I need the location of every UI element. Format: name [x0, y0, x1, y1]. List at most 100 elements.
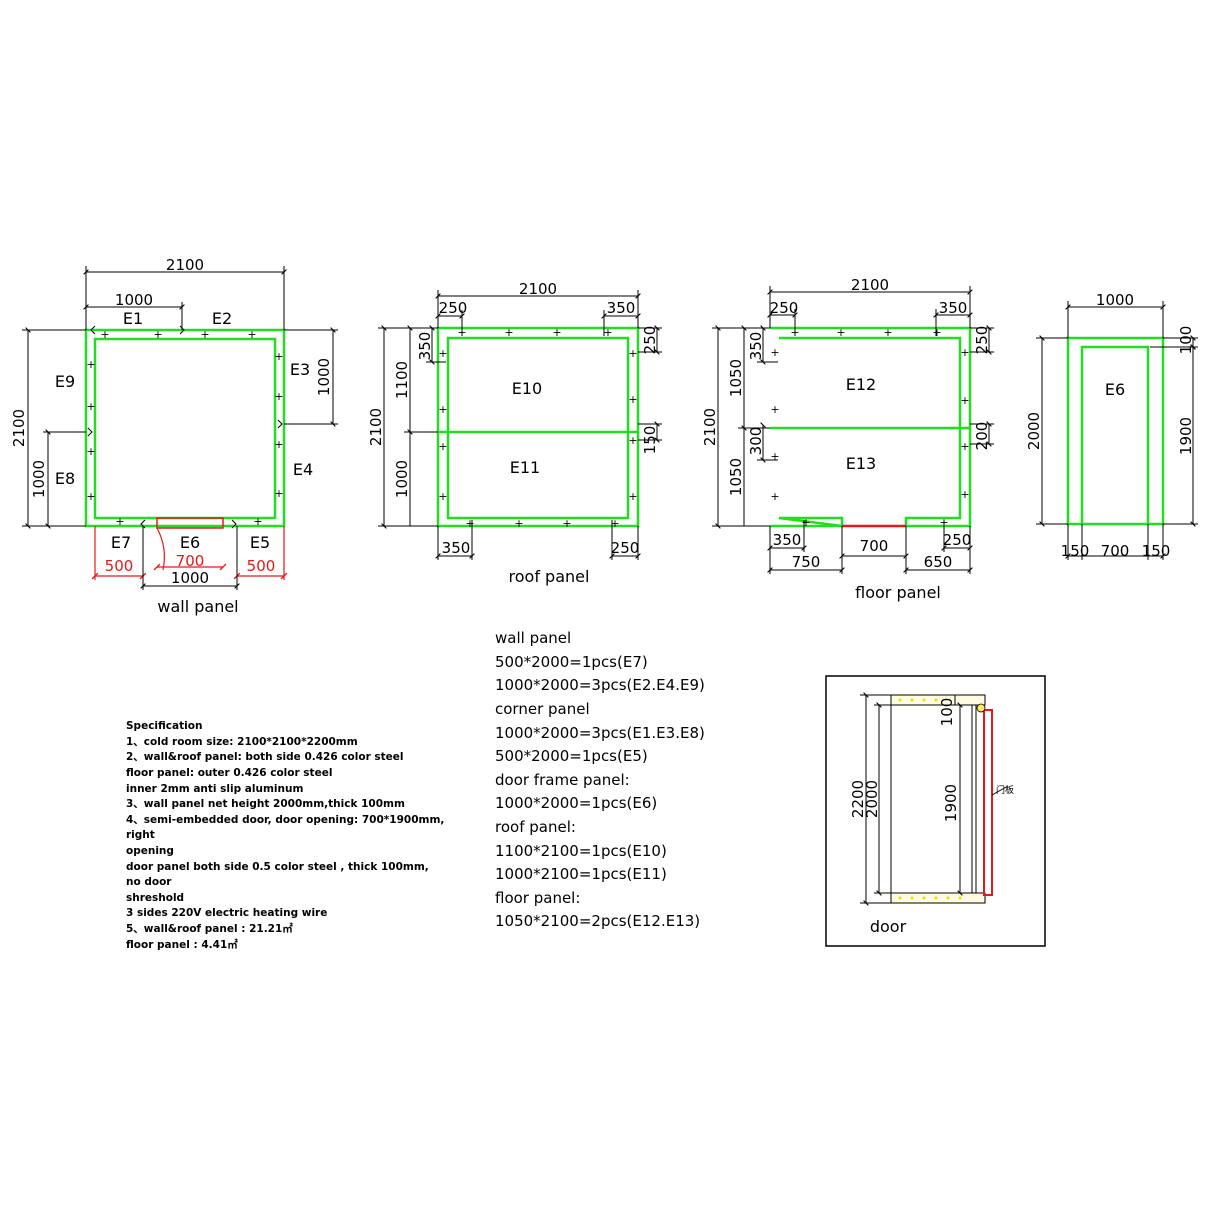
svg-text:+: + [438, 440, 447, 453]
roof-dim-left-upper: 1100 [393, 361, 411, 399]
panel-list: wall panel 500*2000=1pcs(E7) 1000*2000=3… [495, 629, 705, 930]
frame-dim-top: 1000 [1096, 291, 1134, 309]
svg-text:+: + [770, 346, 779, 359]
list-line: wall panel [495, 629, 571, 647]
spec-line: 3 sides 220V electric heating wire [126, 907, 327, 919]
svg-text:+: + [253, 515, 262, 528]
wall-dim-right-e3: 1000 [315, 358, 333, 396]
floor-dim-left-total: 2100 [701, 408, 719, 446]
svg-text:+: + [86, 400, 95, 413]
list-line: 1000*2000=1pcs(E6) [495, 794, 657, 812]
wall-label-e6: E6 [180, 533, 200, 552]
floor-dim-top-left: 250 [770, 299, 799, 317]
frame-dim-b1: 150 [1061, 542, 1090, 560]
spec-line: right [126, 829, 155, 841]
svg-text:+: + [960, 346, 969, 359]
svg-text:+: + [115, 515, 124, 528]
frame-dim-b3: 150 [1142, 542, 1171, 560]
list-line: door frame panel: [495, 771, 630, 789]
spec-line: shreshold [126, 892, 184, 904]
svg-text:+: + [960, 440, 969, 453]
roof-dim-right-top: 250 [641, 326, 659, 355]
svg-text:+: + [932, 326, 941, 339]
svg-text:+: + [274, 390, 283, 403]
svg-text:+: + [770, 450, 779, 463]
svg-text:+: + [438, 490, 447, 503]
frame-dim-right-top: 100 [1177, 326, 1195, 355]
door-detail-box: 2200 2000 1900 100 门板 door [825, 675, 1046, 947]
svg-text:+: + [562, 517, 571, 530]
list-line: 1000*2000=3pcs(E2.E4.E9) [495, 676, 705, 694]
svg-text:+: + [960, 488, 969, 501]
wall-label-e1: E1 [123, 309, 143, 328]
floor-dim-left-lower: 1050 [727, 458, 745, 496]
door-caption: door [870, 917, 907, 936]
wall-label-e5: E5 [250, 533, 270, 552]
roof-dim-left-total: 2100 [367, 408, 385, 446]
svg-text:+: + [603, 326, 612, 339]
door-dim-top: 100 [938, 698, 956, 727]
svg-text:+: + [628, 347, 637, 360]
svg-text:+: + [247, 328, 256, 341]
door-dim-inner: 2000 [863, 780, 881, 818]
wall-dim-left-e8: 1000 [30, 460, 48, 498]
door-panel-note: 门板 [996, 784, 1014, 796]
svg-text:+: + [200, 328, 209, 341]
spec-line: 4、semi-embedded door, door opening: 700*… [126, 814, 444, 826]
spec-line: inner 2mm anti slip aluminum [126, 783, 303, 795]
spec-line: 5、wall&roof panel : 21.21㎡ [126, 922, 293, 935]
floor-dim-right-top: 250 [973, 326, 991, 355]
spec-line: Specification [126, 720, 202, 732]
svg-text:+: + [514, 517, 523, 530]
list-line: 1000*2100=1pcs(E11) [495, 865, 667, 883]
roof-dim-left-small: 350 [416, 332, 434, 361]
svg-text:+: + [770, 403, 779, 416]
wall-label-e9: E9 [55, 372, 75, 391]
svg-text:+: + [86, 490, 95, 503]
floor-dim-top-total: 2100 [851, 276, 889, 294]
svg-text:+: + [628, 434, 637, 447]
floor-dim-right-mid: 200 [973, 422, 991, 451]
floor-dim-bottom-left-total: 750 [792, 553, 821, 571]
wall-caption: wall panel [157, 597, 238, 616]
roof-panel-diagram: ++++ ++++ ++++ ++++ 2100 250 350 2100 11… [367, 280, 662, 586]
frame-dim-left: 2000 [1025, 412, 1043, 450]
panel-joint-marks [87, 325, 283, 529]
list-line: 1100*2100=1pcs(E10) [495, 842, 667, 860]
svg-text:+: + [552, 326, 561, 339]
list-line: corner panel [495, 700, 590, 718]
door-dim-opening: 1900 [942, 784, 960, 822]
svg-text:+: + [86, 358, 95, 371]
svg-text:+: + [836, 326, 845, 339]
fastener-marks: ++++ ++++ ++++ ++ [86, 328, 283, 528]
spec-line: no door [126, 876, 172, 888]
svg-text:+: + [770, 490, 779, 503]
list-line: 500*2000=1pcs(E7) [495, 653, 648, 671]
spec-line: 2、wall&roof panel: both side 0.426 color… [126, 751, 404, 763]
roof-dim-bottom-left: 350 [442, 539, 471, 557]
frame-label: E6 [1105, 380, 1125, 399]
wall-label-e8: E8 [55, 469, 75, 488]
roof-dim-top-right: 350 [607, 299, 636, 317]
wall-dim-left-total: 2100 [10, 409, 28, 447]
svg-text:+: + [274, 438, 283, 451]
wall-dim-bottom-right: 500 [247, 557, 276, 575]
roof-dim-right-mid: 150 [641, 426, 659, 455]
floor-dim-left-small: 350 [747, 332, 765, 361]
roof-caption: roof panel [509, 567, 590, 586]
floor-label-lower: E13 [846, 454, 876, 473]
spec-line: door panel both side 0.5 color steel , t… [126, 861, 429, 873]
door-frame-diagram: 1000 2000 100 1900 150 700 150 E6 [1025, 291, 1198, 560]
door-dim-outer: 2200 [849, 780, 867, 818]
wall-label-e2: E2 [212, 309, 232, 328]
list-line: 1050*2100=2pcs(E12.E13) [495, 912, 700, 930]
frame-dim-right: 1900 [1177, 417, 1195, 455]
wall-label-e4: E4 [293, 460, 313, 479]
svg-text:+: + [610, 517, 619, 530]
wall-panel-diagram: ++++ ++++ ++++ ++ 2100 1000 2100 1000 10… [10, 256, 338, 616]
fastener-marks: ++++ ++++ ++++ ++++ [438, 326, 637, 530]
roof-label-lower: E11 [510, 458, 540, 477]
wall-dim-top-part: 1000 [115, 291, 153, 309]
wall-dim-bottom-left: 500 [105, 557, 134, 575]
svg-text:+: + [883, 326, 892, 339]
